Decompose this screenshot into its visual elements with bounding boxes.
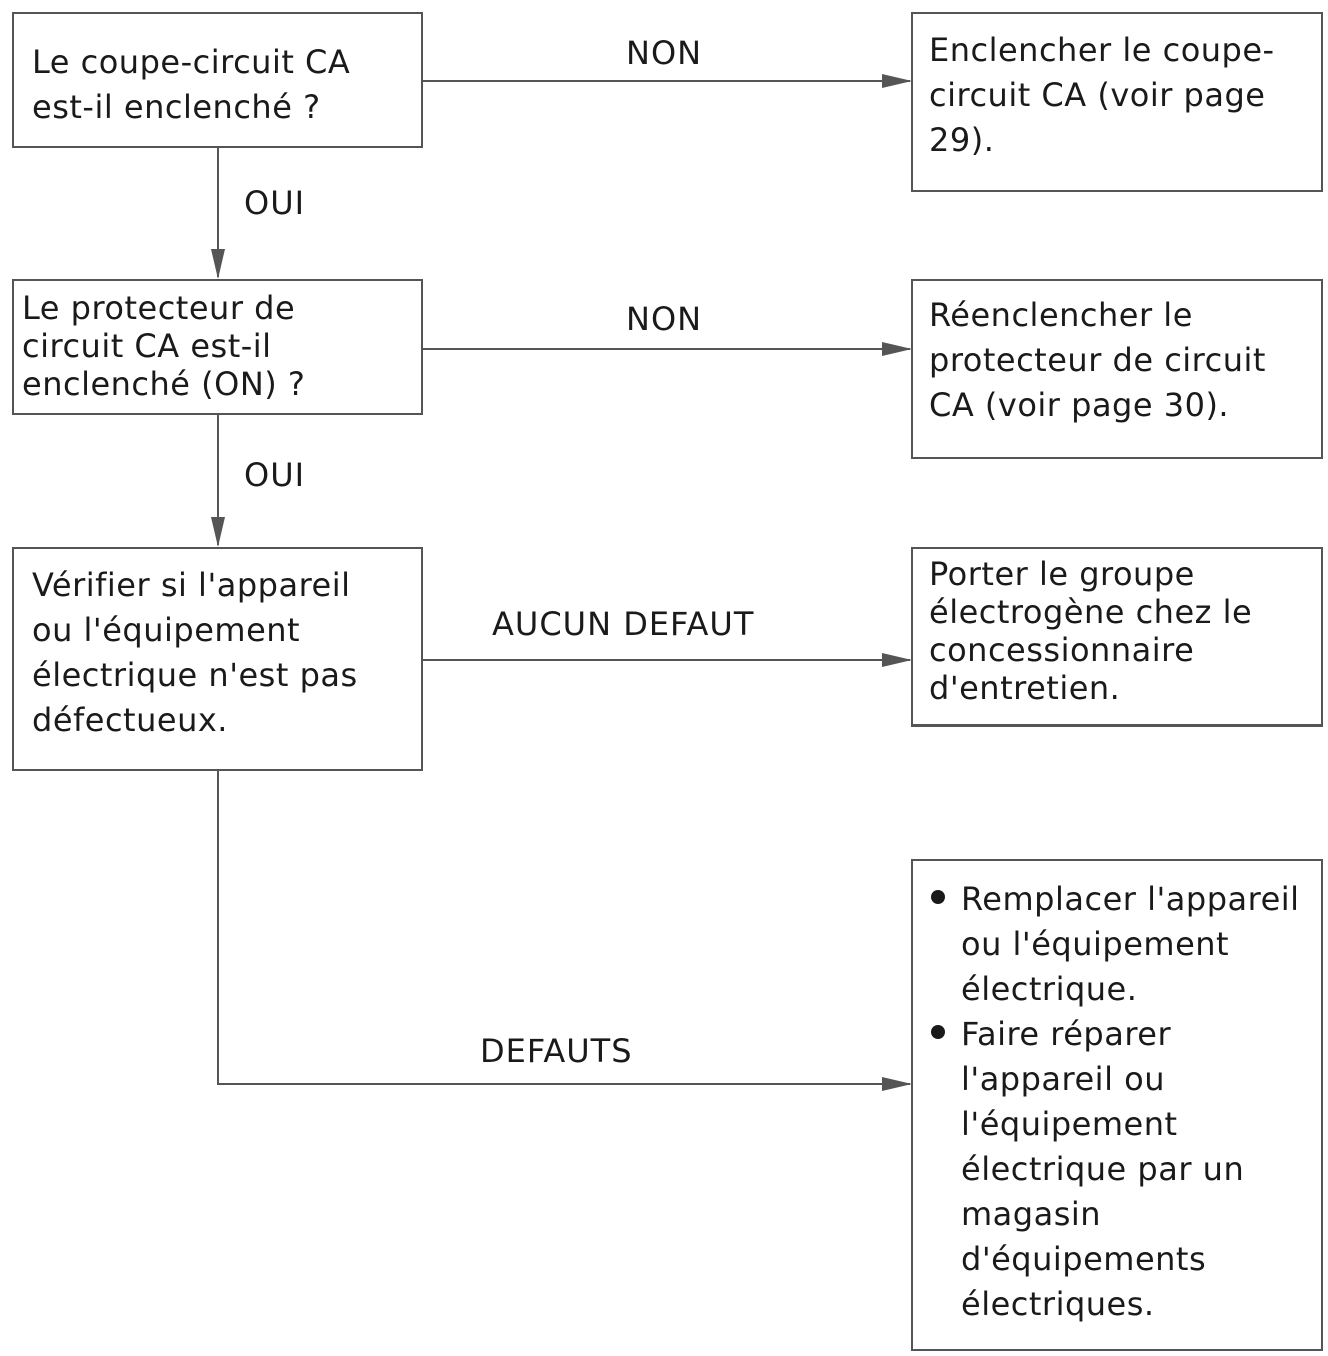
- action-4-list: Remplacer l'appareil ou l'équipement éle…: [929, 877, 1300, 1327]
- edge-label-no-2: NON: [626, 300, 703, 338]
- question-2-text: Le protecteur de circuit CA est-il encle…: [22, 289, 306, 403]
- action-4-item-text: Remplacer l'appareil ou l'équipement éle…: [961, 880, 1300, 1008]
- action-box-1: Enclencher le coupe- circuit CA (voir pa…: [911, 12, 1323, 192]
- edge-label-faults: DEFAUTS: [480, 1032, 633, 1070]
- question-box-1: Le coupe-circuit CA est-il enclenché ?: [12, 12, 423, 148]
- action-box-3: Porter le groupe électrogène chez le con…: [911, 547, 1323, 727]
- edge-label-no-1: NON: [626, 34, 703, 72]
- action-4-item: Faire réparer l'appareil ou l'équipement…: [929, 1012, 1300, 1327]
- arrow-q3-to-a4: [217, 770, 912, 1091]
- action-3-text: Porter le groupe électrogène chez le con…: [929, 555, 1253, 707]
- action-2-text: Réenclencher le protecteur de circuit CA…: [929, 296, 1266, 424]
- action-box-4: Remplacer l'appareil ou l'équipement éle…: [911, 859, 1323, 1351]
- action-box-2: Réenclencher le protecteur de circuit CA…: [911, 279, 1323, 459]
- edge-label-yes-1: OUI: [244, 184, 306, 222]
- question-3-text: Vérifier si l'appareil ou l'équipement é…: [32, 566, 358, 739]
- question-box-3: Vérifier si l'appareil ou l'équipement é…: [12, 547, 423, 771]
- action-4-item-text: Faire réparer l'appareil ou l'équipement…: [961, 1015, 1245, 1323]
- question-1-text: Le coupe-circuit CA est-il enclenché ?: [32, 43, 351, 126]
- action-1-text: Enclencher le coupe- circuit CA (voir pa…: [929, 31, 1275, 159]
- bullet-dot-icon: [931, 1025, 945, 1039]
- edge-label-yes-2: OUI: [244, 456, 306, 494]
- bullet-dot-icon: [931, 890, 945, 904]
- question-box-2: Le protecteur de circuit CA est-il encle…: [12, 279, 423, 415]
- action-4-item: Remplacer l'appareil ou l'équipement éle…: [929, 877, 1300, 1012]
- edge-label-no-fault: AUCUN DEFAUT: [492, 605, 755, 643]
